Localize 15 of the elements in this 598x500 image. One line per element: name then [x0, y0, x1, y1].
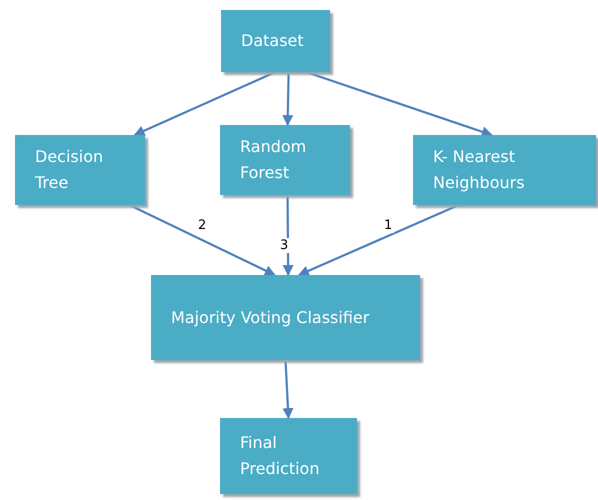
edge-label: 1 — [382, 218, 394, 233]
arrow — [306, 70, 493, 138]
process-box: Final Prediction — [220, 418, 357, 494]
arrow — [298, 204, 460, 276]
process-box: Majority Voting Classifier — [151, 275, 420, 360]
edge-label: 3 — [278, 238, 290, 253]
arrow — [134, 71, 276, 136]
arrow — [282, 360, 294, 420]
arrow — [128, 204, 276, 276]
process-box: Random Forest — [220, 125, 350, 195]
process-box: Dataset — [221, 10, 330, 72]
process-box: K- Nearest Neighbours — [413, 135, 596, 205]
arrow — [282, 195, 294, 276]
process-box: Decision Tree — [15, 135, 145, 205]
arrow — [282, 72, 294, 126]
